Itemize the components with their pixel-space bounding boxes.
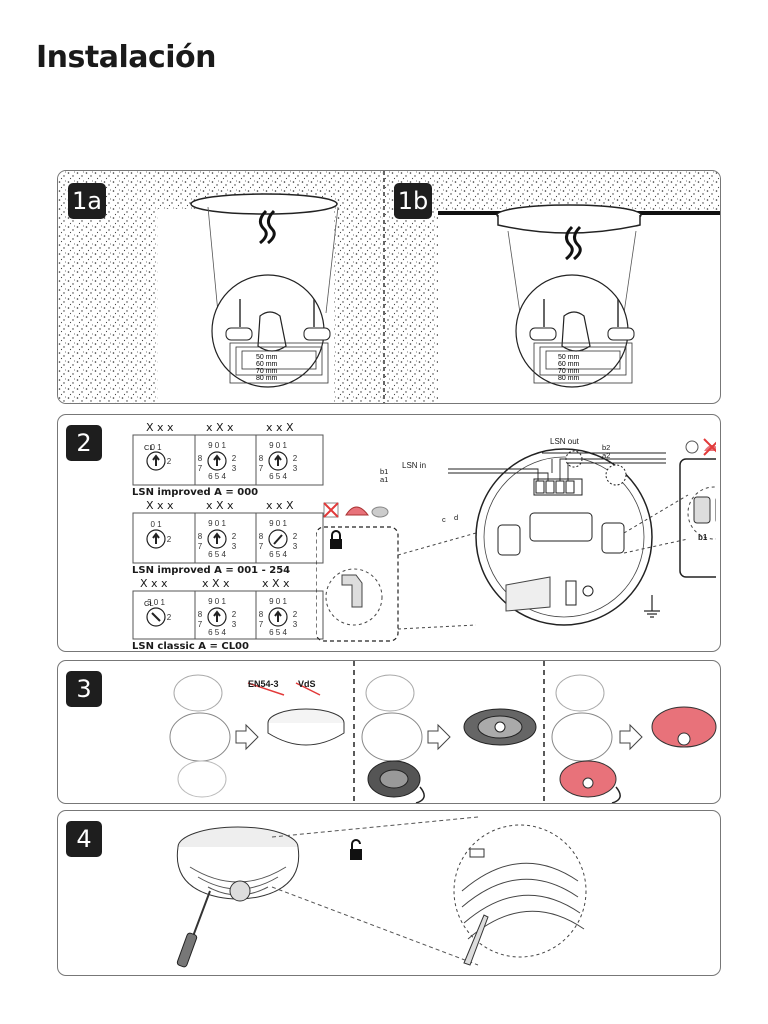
lock-icon: [330, 530, 342, 549]
step-badge-2: 2: [66, 425, 102, 461]
svg-text:3: 3: [232, 542, 237, 551]
step-3-illustration: [169, 661, 717, 803]
svg-text:9 0 1: 9 0 1: [208, 519, 226, 528]
svg-text:9 0 1: 9 0 1: [269, 441, 287, 450]
grey-detector-icon: [371, 506, 389, 518]
svg-text:7: 7: [198, 620, 203, 629]
dim-70-b: 70 mm: [558, 368, 580, 375]
terminal-label-b1: b1: [380, 467, 389, 476]
svg-text:3: 3: [232, 464, 237, 473]
crossed-detector-icon: [323, 502, 339, 518]
svg-text:2: 2: [167, 457, 172, 466]
dial-header-r3-c3: x X x: [262, 577, 290, 590]
svg-text:9 0 1: 9 0 1: [208, 597, 226, 606]
dim-70-a: 70 mm: [256, 368, 278, 375]
svg-text:9 0 1: 9 0 1: [269, 519, 287, 528]
terminal-label-a1: a1: [380, 475, 389, 484]
svg-text:8: 8: [198, 532, 203, 541]
step-badge-3: 3: [66, 671, 102, 707]
dial-header-r2-c2: x X x: [206, 499, 234, 512]
step-3-panel: 3 EN54-3 VdS: [57, 660, 721, 804]
svg-text:7: 7: [259, 620, 264, 629]
svg-text:7: 7: [198, 464, 203, 473]
cl-mark-row1: CL: [144, 443, 154, 452]
detector-icon-ok: [685, 440, 699, 454]
svg-text:3 0 1: 3 0 1: [147, 598, 165, 607]
dial-header-r2-c3: x x X: [266, 499, 294, 512]
svg-text:2: 2: [293, 454, 298, 463]
dial-header-r1-c1: X x x: [146, 421, 174, 434]
svg-text:8: 8: [198, 454, 203, 463]
dial-caption-row1: LSN improved A = 000: [132, 487, 259, 498]
step-badge-1b: 1b: [394, 183, 432, 219]
svg-text:6 5 4: 6 5 4: [269, 550, 287, 559]
svg-text:3: 3: [293, 620, 298, 629]
svg-text:2: 2: [232, 454, 237, 463]
svg-text:0 1: 0 1: [150, 520, 162, 529]
terminal-label-c: c: [442, 515, 446, 524]
svg-text:2: 2: [232, 610, 237, 619]
dim-80-b: 80 mm: [558, 375, 580, 382]
svg-text:8: 8: [259, 610, 264, 619]
svg-text:7: 7: [259, 542, 264, 551]
svg-text:9 0 1: 9 0 1: [208, 441, 226, 450]
step-2-panel: 2 0 1 2 9 0 1 8 2: [57, 414, 721, 652]
svg-text:8: 8: [198, 610, 203, 619]
crossed-detector-icon-red: [703, 438, 716, 456]
svg-text:0 1: 0 1: [150, 443, 162, 452]
dim-80-a: 80 mm: [256, 375, 278, 382]
terminal-label-a2: a2: [602, 451, 611, 460]
svg-text:3: 3: [232, 620, 237, 629]
svg-text:6 5 4: 6 5 4: [208, 472, 226, 481]
ground-icon: [644, 595, 660, 618]
dial-caption-row2: LSN improved A = 001 - 254: [132, 565, 291, 576]
step-4-illustration: [176, 816, 587, 968]
svg-text:2: 2: [167, 613, 172, 622]
address-dials: 0 1 2 9 0 1 8 2 7 3 6 5 4 9 0 1 8 2 7 3 6 5 4 0 1…: [132, 434, 324, 640]
svg-text:2: 2: [167, 535, 172, 544]
svg-text:6 5 4: 6 5 4: [208, 628, 226, 637]
svg-text:2: 2: [293, 610, 298, 619]
page-title: Instalación: [36, 40, 217, 75]
dial-caption-row3: LSN classic A = CL00: [132, 641, 249, 652]
terminal-label-b2: b2: [602, 443, 611, 452]
dial-header-r1-c3: x x X: [266, 421, 294, 434]
step-badge-4: 4: [66, 821, 102, 857]
step-4-panel: 4: [57, 810, 721, 976]
svg-text:6 5 4: 6 5 4: [269, 628, 287, 637]
svg-text:2: 2: [232, 532, 237, 541]
svg-text:9 0 1: 9 0 1: [269, 597, 287, 606]
unlock-icon: [350, 839, 362, 860]
dial-header-r1-c2: x X x: [206, 421, 234, 434]
red-detector-icon: [345, 506, 370, 516]
dial-header-r2-c1: X x x: [146, 499, 174, 512]
crossed-label-vds: VdS: [298, 679, 316, 689]
wiring-illustration: [316, 438, 716, 642]
terminal-label-lsn-out: LSN out: [550, 437, 579, 446]
svg-text:6 5 4: 6 5 4: [208, 550, 226, 559]
svg-text:8: 8: [259, 532, 264, 541]
svg-text:7: 7: [259, 464, 264, 473]
screwdriver-icon: [176, 890, 211, 968]
step-badge-1a: 1a: [68, 183, 106, 219]
dial-header-r3-c2: x X x: [202, 577, 230, 590]
svg-text:3: 3: [293, 542, 298, 551]
svg-text:3: 3: [293, 464, 298, 473]
svg-text:6 5 4: 6 5 4: [269, 472, 287, 481]
dim-60-a: 60 mm: [256, 361, 278, 368]
terminal-label-d: d: [454, 513, 459, 522]
step-1-panel: 50 mm 60 mm 70 mm 80 mm 50 mm 60 mm 70 m…: [57, 170, 721, 404]
svg-text:2: 2: [293, 532, 298, 541]
crossed-label-en54-3: EN54-3: [248, 679, 279, 689]
cl-mark-row3: CL: [144, 599, 154, 608]
svg-text:7: 7: [198, 542, 203, 551]
dim-60-b: 60 mm: [558, 361, 580, 368]
inset-label-b1: b1: [698, 533, 708, 542]
dial-header-r3-c1: X x x: [140, 577, 168, 590]
svg-text:8: 8: [259, 454, 264, 463]
dim-50-b: 50 mm: [558, 354, 580, 361]
dim-50-a: 50 mm: [256, 354, 278, 361]
step-1-illustration: 50 mm 60 mm 70 mm 80 mm 50 mm 60 mm 70 m…: [58, 171, 720, 403]
terminal-label-lsn-in: LSN in: [402, 461, 427, 470]
